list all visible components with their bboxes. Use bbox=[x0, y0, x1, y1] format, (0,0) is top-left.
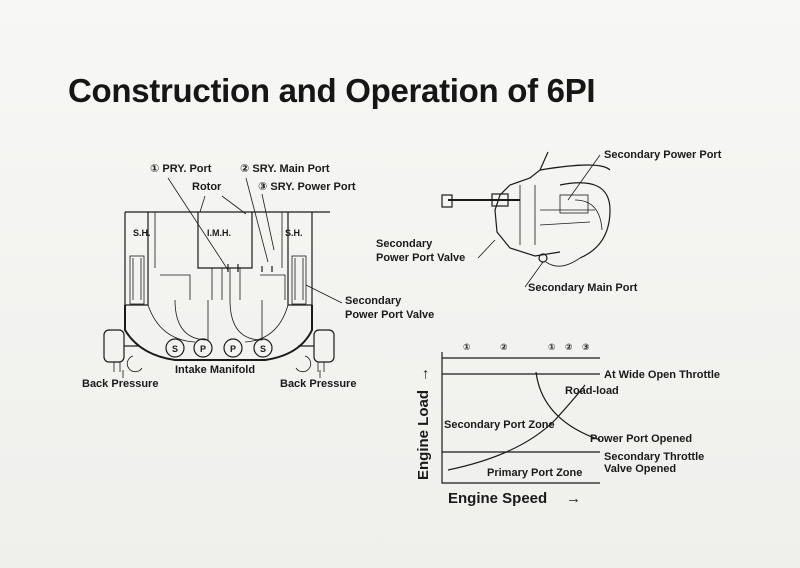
engine-hatching bbox=[539, 209, 595, 226]
mark-left-1: ① bbox=[463, 342, 471, 352]
main-port-curve bbox=[545, 257, 581, 267]
port-label-p-right: P bbox=[230, 344, 236, 354]
label-secondary-throttle-line1: Secondary Throttle bbox=[604, 451, 704, 463]
label-back-pressure-right: Back Pressure bbox=[280, 378, 356, 390]
rotor-housing-walls bbox=[154, 212, 283, 268]
valve-cap bbox=[441, 194, 453, 208]
page-title: Construction and Operation of 6PI bbox=[68, 72, 596, 109]
power-port-box bbox=[559, 194, 589, 214]
port-p-right bbox=[223, 338, 243, 358]
engine-housing-outline bbox=[494, 151, 561, 257]
actuator-left bbox=[103, 329, 143, 373]
valve-body bbox=[491, 193, 509, 207]
rotor-arc bbox=[559, 182, 611, 259]
curve-road-load bbox=[447, 384, 586, 471]
port-p-left bbox=[193, 338, 213, 358]
manifold-inner-runners bbox=[174, 299, 263, 341]
label-secondary-port-zone: Secondary Port Zone bbox=[444, 419, 555, 431]
label-valve-line2: Power Port Valve bbox=[345, 309, 434, 321]
label-engine-valve-line1: Secondary bbox=[376, 238, 433, 250]
label-secondary-main-port: Secondary Main Port bbox=[528, 282, 638, 294]
label-sry-main-port: ② SRY. Main Port bbox=[240, 163, 330, 175]
label-road-load: Road-load bbox=[565, 385, 619, 397]
port-s-left bbox=[165, 338, 185, 358]
label-pry-port: ① PRY. Port bbox=[150, 163, 212, 175]
label-back-pressure-left: Back Pressure bbox=[82, 378, 158, 390]
port-label-s-right: S bbox=[260, 344, 266, 354]
engine-top-curve bbox=[539, 164, 611, 171]
x-axis-label: Engine Speed bbox=[448, 490, 547, 507]
y-axis-arrow: → bbox=[415, 367, 432, 382]
mark-right-3: ③ bbox=[582, 342, 590, 352]
label-engine-valve-line2: Power Port Valve bbox=[376, 252, 465, 264]
leader-power-port bbox=[567, 154, 601, 201]
label-secondary-power-port: Secondary Power Port bbox=[604, 149, 722, 161]
label-wide-open-throttle: At Wide Open Throttle bbox=[604, 369, 720, 381]
label-sry-power-port: ③ SRY. Power Port bbox=[258, 181, 356, 193]
manifold-runners bbox=[147, 304, 289, 343]
manifold-diagram: ① PRY. Port ② SRY. Main Port Rotor ③ SRY… bbox=[82, 163, 434, 390]
label-primary-port-zone: Primary Port Zone bbox=[487, 467, 582, 479]
label-sh-left: S.H. bbox=[133, 228, 151, 238]
leader-sry-main bbox=[245, 177, 269, 263]
valve-housing-left bbox=[129, 255, 145, 305]
secondary-passages bbox=[160, 274, 286, 300]
mark-right-2: ② bbox=[565, 342, 573, 352]
port-s-right bbox=[253, 338, 273, 358]
back-pressure-arrows bbox=[122, 370, 321, 378]
port-label-s-left: S bbox=[172, 344, 178, 354]
engine-passages bbox=[519, 185, 536, 245]
valve-housing-right bbox=[291, 255, 307, 305]
leader-rotor bbox=[199, 195, 247, 215]
leader-engine-valve bbox=[477, 239, 496, 259]
label-sh-right: S.H. bbox=[285, 228, 303, 238]
label-imh: I.M.H. bbox=[207, 228, 231, 238]
manifold-body bbox=[124, 305, 313, 361]
rotor-inner-arc bbox=[574, 199, 603, 231]
side-housing-right bbox=[287, 212, 313, 306]
port-arrows bbox=[227, 264, 273, 272]
passage-right-outer bbox=[294, 258, 304, 300]
label-secondary-throttle-line2: Valve Opened bbox=[604, 463, 676, 475]
label-valve-line1: Secondary bbox=[345, 295, 402, 307]
leader-main-port bbox=[524, 261, 544, 288]
mark-right-1: ① bbox=[548, 342, 556, 352]
label-rotor: Rotor bbox=[192, 181, 222, 193]
primary-passages bbox=[211, 268, 241, 300]
load-speed-chart: ① ② ① ② ③ At Wide Open Throttle Secondar… bbox=[415, 342, 720, 507]
intermediate-housing bbox=[197, 212, 253, 269]
mark-left-2: ② bbox=[500, 342, 508, 352]
chart-axes bbox=[441, 352, 600, 484]
side-housing-left bbox=[124, 212, 149, 306]
engine-diagram: Secondary Power Port Secondary Power Por… bbox=[376, 149, 722, 294]
x-axis-arrow: → bbox=[566, 490, 581, 507]
y-axis-label: Engine Load bbox=[415, 390, 432, 480]
leader-valve bbox=[305, 284, 343, 304]
label-intake-manifold: Intake Manifold bbox=[175, 364, 255, 376]
port-label-p-left: P bbox=[200, 344, 206, 354]
port-circles: S P P S bbox=[165, 338, 273, 358]
label-power-port-opened: Power Port Opened bbox=[590, 433, 692, 445]
passage-left-outer bbox=[132, 258, 142, 300]
actuator-right bbox=[295, 329, 335, 373]
curve-power-port-opened bbox=[535, 371, 601, 441]
leader-sry-power bbox=[261, 193, 275, 251]
